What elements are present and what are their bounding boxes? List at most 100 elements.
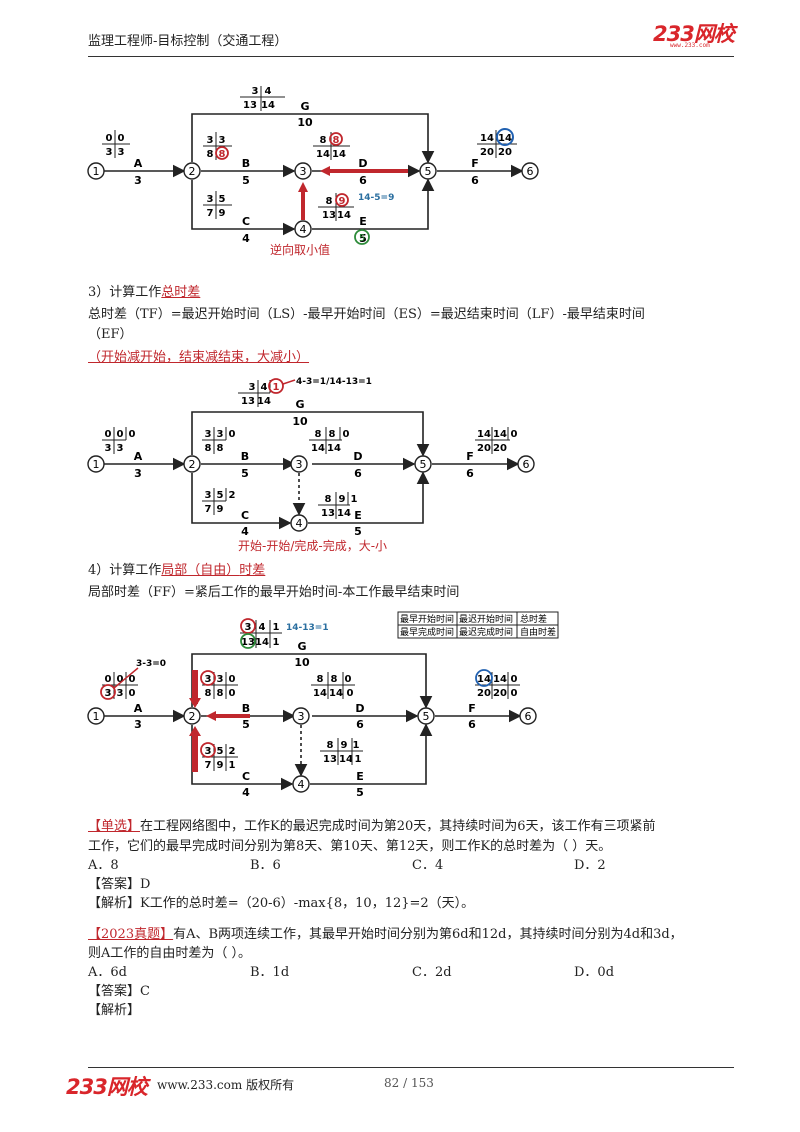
svg-text:1: 1 [273,622,280,633]
svg-text:C: C [242,770,250,783]
svg-text:8: 8 [219,149,226,160]
question2-stem: 【2023真题】有A、B两项连续工作，其最早开始时间分别为第6d和12d，其持续… [88,927,683,942]
svg-text:5: 5 [219,194,226,205]
svg-text:3: 3 [207,135,214,146]
svg-text:5: 5 [420,458,427,471]
svg-text:最迟开始时间: 最迟开始时间 [459,613,513,625]
activity-d-label: D [358,157,367,170]
svg-text:5: 5 [217,490,224,501]
svg-text:0: 0 [229,688,236,699]
activity-a-duration: 3 [134,174,142,187]
svg-text:1: 1 [93,458,100,471]
svg-text:0: 0 [105,674,112,685]
svg-text:C: C [241,509,249,522]
svg-text:1: 1 [273,637,280,648]
section4-heading: 4）计算工作局部（自由）时差 [88,563,266,578]
svg-text:20: 20 [477,688,491,699]
svg-text:9: 9 [341,740,348,751]
svg-text:最早完成时间: 最早完成时间 [400,626,454,638]
svg-text:3: 3 [207,194,214,205]
svg-text:7: 7 [205,760,212,771]
svg-text:G: G [295,398,304,411]
svg-text:5: 5 [356,786,364,798]
svg-text:8: 8 [205,443,212,454]
svg-text:13: 13 [241,396,255,407]
svg-text:1: 1 [273,382,280,393]
svg-text:5: 5 [354,525,362,538]
svg-text:2: 2 [229,490,236,501]
svg-text:4: 4 [259,622,266,633]
svg-text:7: 7 [207,208,214,219]
question2-option-c: C．2d [412,965,452,980]
network-diagram-1: 1 2 3 4 5 6 A 3 B 5 C 4 D 6 E 5 F 6 G 10… [87,86,539,257]
diagram3-annotation-a: 3-3=0 [136,659,166,669]
svg-text:14: 14 [493,674,507,685]
question1-answer: 【答案】D [88,877,151,892]
diagram1-circled-value: 5 [359,233,365,244]
svg-text:14: 14 [313,688,327,699]
svg-text:20: 20 [480,147,494,158]
question2-analysis: 【解析】 [88,1003,141,1018]
svg-text:最迟完成时间: 最迟完成时间 [459,626,513,638]
svg-text:3: 3 [205,746,212,757]
svg-text:最早开始时间: 最早开始时间 [400,613,454,625]
svg-text:3: 3 [106,147,113,158]
svg-text:3: 3 [252,86,259,97]
question1-stem-cont: 工作，它们的最早完成时间分别为第8天、第10天、第12天，则工作K的总时差为（ … [88,839,612,854]
svg-text:5: 5 [241,467,249,480]
question1-option-b: B．6 [250,858,281,873]
question1-stem: 【单选】在工程网络图中，工作K的最迟完成时间为第20天，其持续时间为6天，该工作… [88,819,656,834]
svg-text:3: 3 [117,443,124,454]
diagram2-caption: 开始-开始/完成-完成，大-小 [238,538,387,553]
svg-text:20: 20 [477,443,491,454]
svg-text:14: 14 [480,133,494,144]
svg-text:14: 14 [337,508,351,519]
svg-text:14: 14 [261,100,275,111]
svg-text:8: 8 [333,135,340,146]
svg-text:3: 3 [219,135,226,146]
svg-text:5: 5 [242,718,250,731]
question2-option-d: D．0d [574,965,615,980]
question1-option-d: D．2 [574,858,606,873]
question1-option-c: C．4 [412,858,444,873]
svg-text:14: 14 [329,688,343,699]
svg-text:8: 8 [207,149,214,160]
svg-text:0: 0 [347,688,354,699]
svg-text:14: 14 [339,754,353,765]
svg-text:5: 5 [423,710,430,723]
svg-text:0: 0 [117,674,124,685]
node-3: 3 [300,165,307,178]
svg-text:0: 0 [345,674,352,685]
diagram2-annotation: 4-3=1/14-13=1 [296,377,372,387]
activity-g-label: G [300,100,309,113]
svg-text:6: 6 [354,467,362,480]
activity-a-label: A [134,157,143,170]
section3-mnemonic: （开始减开始，结束减结束，大减小） [88,350,310,365]
svg-text:3: 3 [296,458,303,471]
svg-text:9: 9 [339,494,346,505]
svg-text:13: 13 [323,754,337,765]
svg-text:D: D [353,450,362,463]
svg-text:3: 3 [134,467,142,480]
svg-text:14: 14 [477,674,491,685]
svg-text:总时差: 总时差 [520,613,547,625]
svg-text:F: F [468,702,476,715]
svg-text:3: 3 [205,490,212,501]
svg-text:14: 14 [337,210,351,221]
footer-logo: 233网校 [66,1075,148,1099]
footer-site[interactable]: www.233.com 版权所有 [157,1078,295,1092]
blue-circle-marker [496,128,514,146]
svg-text:A: A [134,702,143,715]
brand-logo-url: www.233.com [670,42,710,49]
svg-text:14: 14 [327,443,341,454]
svg-text:9: 9 [217,760,224,771]
activity-f-duration: 6 [471,174,479,187]
node-2: 2 [189,165,196,178]
diagram1-annotation: 14-5=9 [358,193,394,203]
question2-option-b: B．1d [250,965,290,980]
svg-text:A: A [134,450,143,463]
